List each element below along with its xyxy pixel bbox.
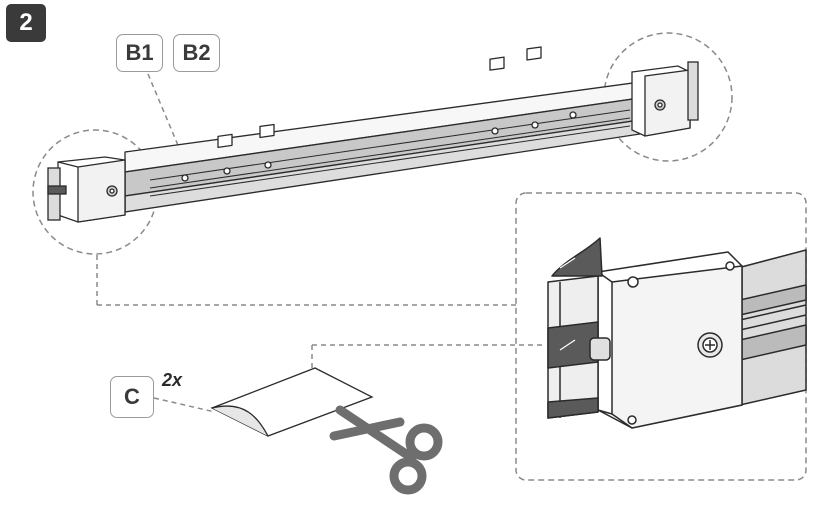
detail-bracket-closeup <box>547 237 807 429</box>
step-number-badge: 2 <box>6 4 46 42</box>
leader-lines <box>96 73 545 413</box>
end-bracket-right <box>631 61 699 137</box>
leader-b1 <box>147 73 181 151</box>
leader-c <box>153 397 216 413</box>
scissors-icon <box>329 405 443 495</box>
part-label-c: C <box>110 376 154 418</box>
part-label-b1: B1 <box>116 34 163 72</box>
part-label-b2: B2 <box>173 34 220 72</box>
adhesive-pad-icon <box>210 367 374 437</box>
detail-view-icon <box>515 192 807 481</box>
quantity-label: 2x <box>162 370 183 390</box>
end-bracket-icon <box>47 156 126 223</box>
